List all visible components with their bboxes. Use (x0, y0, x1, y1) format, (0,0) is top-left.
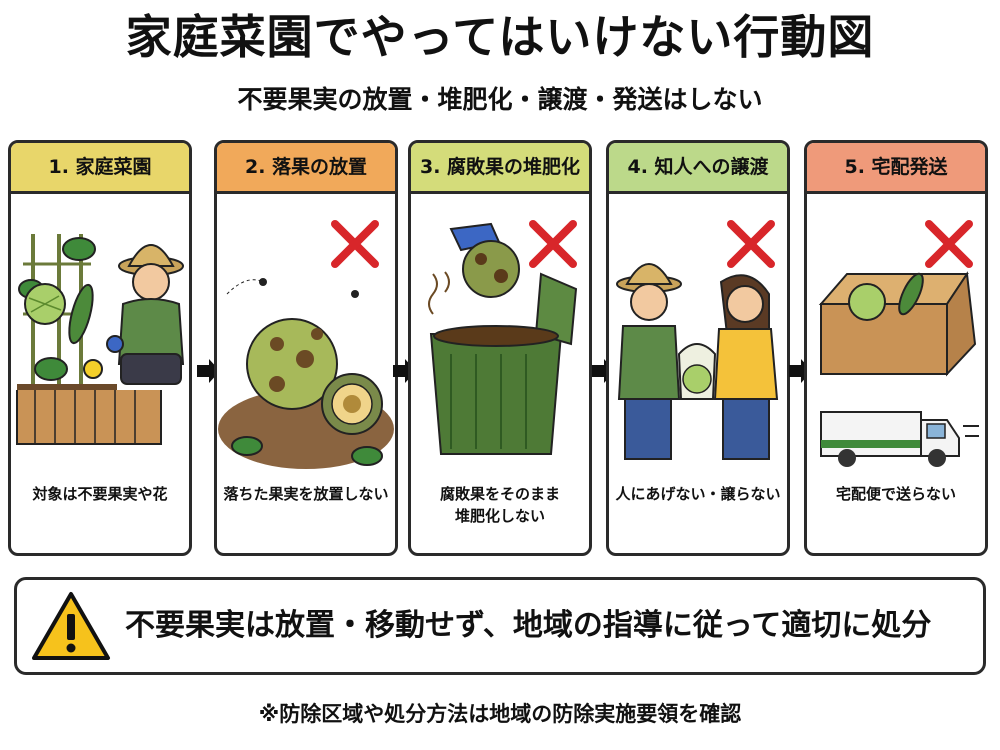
panel-compost: 3. 腐敗果の堆肥化 (408, 140, 592, 556)
panel-header: 5. 宅配発送 (807, 143, 985, 194)
panel-caption: 腐敗果をそのまま 堆肥化しない (439, 485, 560, 525)
panel-header: 2. 落果の放置 (217, 143, 395, 194)
page-subtitle: 不要果実の放置・堆肥化・譲渡・発送はしない (237, 85, 763, 114)
cross-icon (925, 220, 973, 268)
rotten-fruit-illustration (217, 194, 395, 474)
warning-text: 不要果実は放置・移動せず、地域の指導に従って適切に処分 (125, 608, 932, 643)
panel-give-away: 4. 知人への譲渡 人にあげない・ (606, 140, 790, 556)
delivery-illustration (807, 194, 985, 474)
handover-illustration (609, 194, 787, 474)
panel-home-garden: 1. 家庭菜園 (8, 140, 192, 556)
panel-header: 4. 知人への譲渡 (609, 143, 787, 194)
garden-illustration (11, 194, 189, 474)
panel-header: 3. 腐敗果の堆肥化 (411, 143, 589, 194)
warning-triangle-icon (31, 590, 111, 662)
panel-delivery: 5. 宅配発送 (804, 140, 988, 556)
cross-icon (727, 220, 775, 268)
cross-icon (529, 220, 577, 268)
panel-fallen-fruit: 2. 落果の放置 (214, 140, 398, 556)
panel-caption: 人にあげない・譲らない (615, 485, 781, 503)
panel-caption: 対象は不要果実や花 (32, 485, 168, 503)
warning-box: 不要果実は放置・移動せず、地域の指導に従って適切に処分 (14, 577, 986, 675)
page-title: 家庭菜園でやってはいけない行動図 (125, 10, 875, 64)
panel-caption: 宅配便で送らない (835, 485, 956, 503)
panel-header: 1. 家庭菜園 (11, 143, 189, 194)
panel-caption: 落ちた果実を放置しない (223, 485, 389, 503)
panel-row: 1. 家庭菜園 (0, 140, 1000, 560)
compost-illustration (411, 194, 589, 474)
cross-icon (331, 220, 379, 268)
footnote: ※防除区域や処分方法は地域の防除実施要領を確認 (258, 702, 742, 726)
